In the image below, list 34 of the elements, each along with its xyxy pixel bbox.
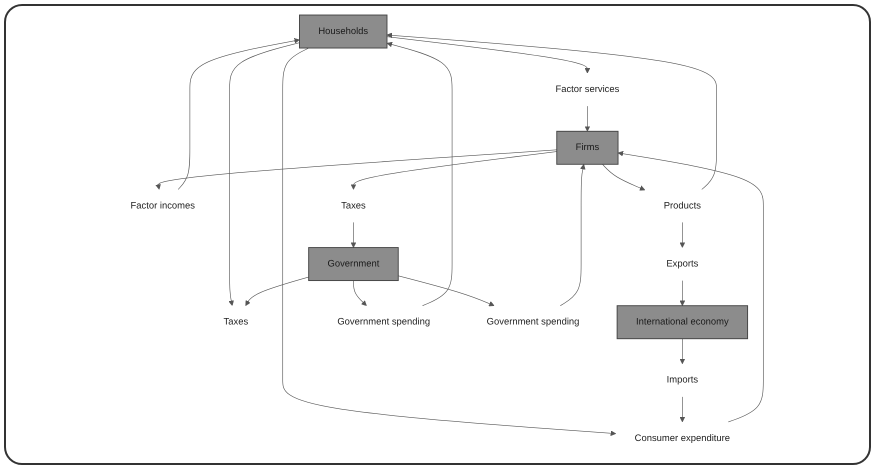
node-box: Households xyxy=(299,14,388,48)
node-box: Firms xyxy=(556,130,618,164)
node-text: Exports xyxy=(666,258,698,268)
node-text: Imports xyxy=(666,374,698,385)
arrow xyxy=(386,36,590,73)
arrow xyxy=(584,105,590,132)
arrow xyxy=(353,280,367,306)
node-box: International economy xyxy=(616,304,748,339)
arrow xyxy=(282,47,616,436)
arrow xyxy=(618,150,764,422)
arrow xyxy=(680,222,686,248)
arrow xyxy=(386,32,717,190)
node-text: Government spending xyxy=(486,316,580,327)
arrow xyxy=(155,149,558,190)
node-text: Consumer expenditure xyxy=(634,432,730,443)
node-text: Government spending xyxy=(337,316,430,327)
arrow xyxy=(398,274,494,306)
arrow xyxy=(350,222,356,248)
arrow xyxy=(350,150,558,190)
node-text: Products xyxy=(664,200,701,210)
node-text: Factor incomes xyxy=(130,200,195,210)
arrow xyxy=(680,338,686,364)
arrow xyxy=(560,164,586,306)
arrow xyxy=(386,41,452,306)
arrow xyxy=(228,42,300,306)
node-text: Taxes xyxy=(341,200,366,210)
arrow xyxy=(245,276,309,306)
node-box: Government xyxy=(308,246,399,281)
arrow xyxy=(178,38,300,190)
arrow xyxy=(680,396,686,422)
arrow xyxy=(602,163,646,190)
arrow xyxy=(680,280,686,306)
node-text: Taxes xyxy=(224,316,248,327)
node-text: Factor services xyxy=(555,83,620,94)
